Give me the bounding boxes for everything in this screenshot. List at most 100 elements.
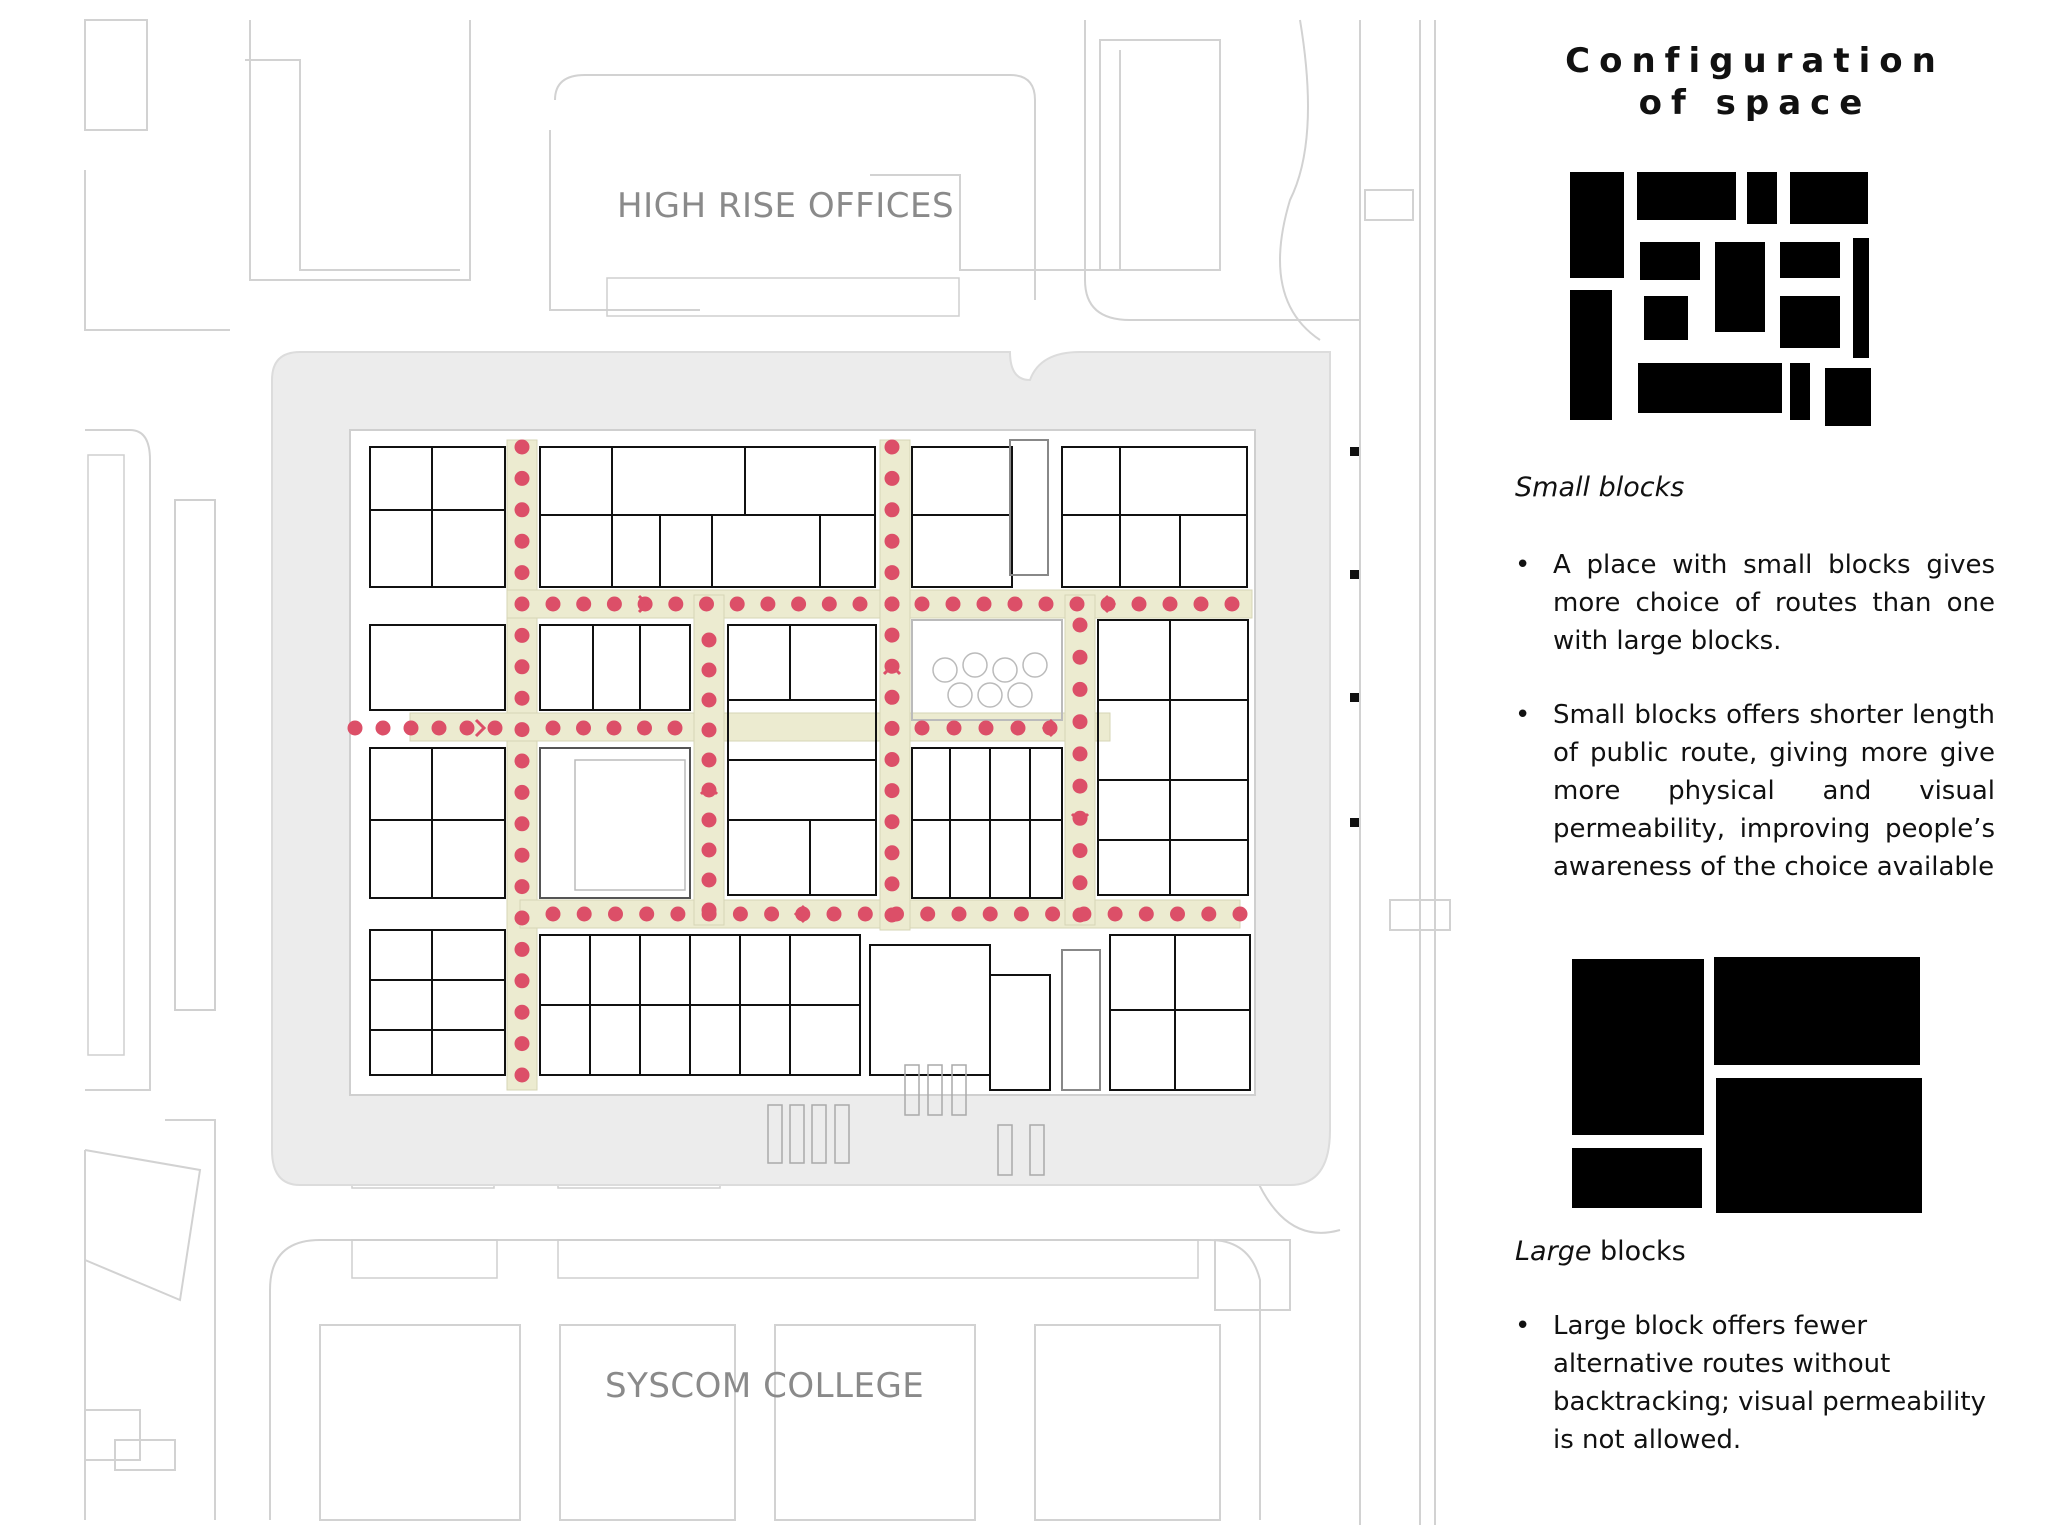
route-dot — [914, 720, 930, 736]
route-dot — [1201, 906, 1217, 922]
route-dot — [514, 690, 530, 706]
route-dot — [826, 906, 842, 922]
route-dot — [732, 906, 748, 922]
panel-title-line2: of space — [1638, 83, 1872, 123]
route-dot — [459, 720, 475, 736]
route-dot — [701, 782, 717, 798]
route-dot — [884, 814, 900, 830]
route-dot — [514, 596, 530, 612]
label-syscom-college: SYSCOM COLLEGE — [605, 1366, 925, 1406]
arrow-chevron-icon — [882, 663, 902, 676]
route-dot — [1076, 906, 1092, 922]
small-blocks-diagram — [1570, 172, 1871, 426]
route-dot — [514, 784, 530, 800]
route-dot — [701, 842, 717, 858]
route-dot — [729, 596, 745, 612]
route-dot — [1162, 596, 1178, 612]
route-dot — [701, 872, 717, 888]
route-dot — [884, 720, 900, 736]
large-blocks-bullet-1: • Large block offers fewer alternative r… — [1515, 1307, 1995, 1459]
route-dot — [884, 783, 900, 799]
route-dot — [857, 906, 873, 922]
small-blocks-heading-italic: Small blocks — [1515, 472, 1685, 503]
route-dot — [884, 470, 900, 486]
route-dot — [576, 906, 592, 922]
route-dot — [487, 720, 503, 736]
route-dot — [1224, 596, 1240, 612]
arrow-chevron-icon — [637, 594, 650, 614]
large-blocks-heading-rest: blocks — [1591, 1236, 1686, 1267]
route-dot — [514, 910, 530, 926]
route-dot — [946, 720, 962, 736]
route-dot — [514, 470, 530, 486]
route-dot — [1072, 714, 1088, 730]
bullet-dot-icon: • — [1515, 1311, 1531, 1341]
route-dot — [545, 906, 561, 922]
route-dot — [884, 439, 900, 455]
route-dot — [1170, 906, 1185, 922]
route-dot — [982, 906, 998, 922]
route-dot — [884, 752, 900, 767]
route-dot — [514, 659, 530, 675]
route-dot — [670, 906, 686, 922]
route-dot — [639, 906, 655, 922]
route-dot — [701, 906, 717, 922]
route-dot — [884, 627, 900, 643]
route-dot — [1193, 596, 1209, 612]
route-dot — [1072, 875, 1088, 891]
route-dot — [545, 596, 561, 612]
route-dot — [1072, 649, 1088, 665]
route-dot — [667, 720, 683, 736]
route-dot — [514, 1036, 530, 1052]
route-dot — [514, 627, 530, 643]
route-dot — [760, 596, 776, 612]
route-dot — [668, 596, 684, 612]
route-dot — [701, 692, 717, 708]
route-dot — [514, 533, 530, 549]
panel-title: Configuration of space — [1530, 40, 1980, 124]
route-dot — [884, 565, 900, 581]
route-dot — [701, 752, 717, 768]
route-dot — [514, 1004, 530, 1020]
route-dot — [701, 662, 717, 678]
route-dot — [1072, 617, 1088, 633]
route-dot — [1138, 906, 1154, 922]
small-blocks-heading: Small blocks — [1515, 472, 1684, 503]
small-blocks-bullet-1: • A place with small blocks gives more c… — [1515, 546, 1995, 660]
route-dot — [1007, 596, 1023, 612]
route-dot — [514, 847, 530, 863]
route-dot — [884, 845, 900, 861]
route-dot — [884, 876, 900, 892]
route-dot — [1069, 596, 1085, 612]
route-dot — [514, 1067, 530, 1083]
route-dot — [889, 906, 904, 922]
info-panel: Configuration of space Small blocks • A … — [1470, 0, 2048, 1536]
route-dot — [1232, 906, 1248, 922]
site-plan: HIGH RISE OFFICES SYSCOM COLLEGE — [84, 19, 1451, 1525]
route-dot — [701, 722, 717, 738]
route-dot — [914, 596, 930, 612]
route-dot — [1072, 681, 1088, 697]
large-blocks-heading: Large blocks — [1515, 1236, 1686, 1267]
route-dot — [884, 533, 900, 549]
panel-title-line1: Configuration — [1565, 41, 1945, 81]
route-dot — [1072, 810, 1088, 826]
route-dot — [1107, 906, 1123, 922]
route-dot — [514, 941, 530, 957]
route-dot — [791, 596, 807, 612]
route-dot — [821, 596, 837, 612]
route-markers — [347, 439, 1248, 1083]
route-dot — [514, 565, 530, 581]
bullet-dot-icon: • — [1515, 550, 1531, 580]
bullet-text: Small blocks offers shorter length of pu… — [1553, 700, 1995, 882]
route-dot — [403, 720, 419, 736]
route-dot — [576, 596, 592, 612]
route-dot — [1038, 596, 1054, 612]
route-dot — [978, 720, 994, 736]
route-dot — [764, 906, 780, 922]
route-dot — [701, 812, 717, 828]
small-blocks-bullet-2: • Small blocks offers shorter length of … — [1515, 696, 1995, 926]
bullet-text: Large block offers fewer alternative rou… — [1553, 1311, 1986, 1455]
route-dot — [951, 906, 967, 922]
route-dot — [1131, 596, 1147, 612]
